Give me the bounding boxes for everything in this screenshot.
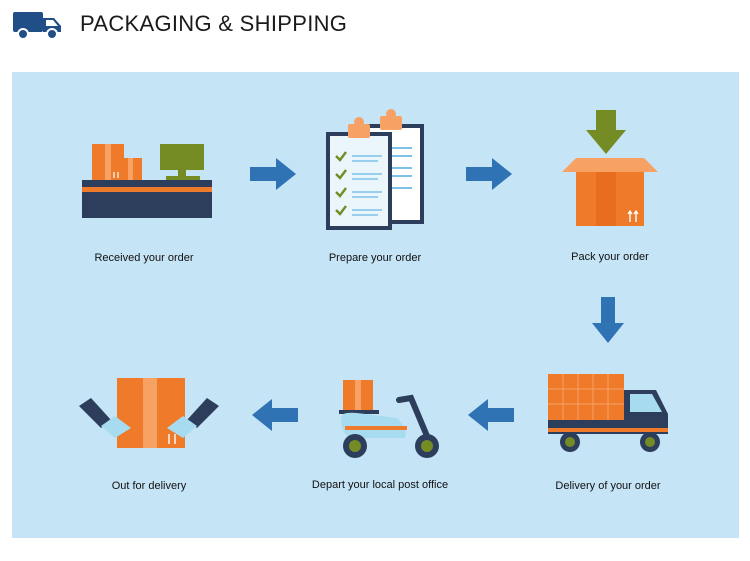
arrow-left-icon [252, 399, 298, 431]
step-label: Received your order [94, 252, 194, 264]
step-received: Received your order [54, 140, 234, 270]
desk-computer-icon [82, 144, 212, 218]
hands-box-icon [79, 378, 219, 448]
clipboard-checklist-icon [326, 109, 424, 230]
step-pack: Pack your order [520, 108, 700, 270]
header: PACKAGING & SHIPPING [12, 6, 347, 42]
arrow-right-icon [250, 158, 296, 190]
step-label: Pack your order [571, 251, 649, 263]
arrow-down-icon [592, 297, 624, 343]
step-prepare: Prepare your order [285, 108, 465, 270]
step-label: Delivery of your order [555, 480, 661, 492]
step-label: Depart your local post office [311, 479, 449, 491]
step-label: Prepare your order [328, 252, 422, 264]
scooter-icon [339, 380, 439, 458]
delivery-truck-icon [548, 374, 668, 452]
step-delivery: Delivery of your order [518, 370, 698, 500]
open-box-icon [562, 110, 658, 226]
page-title: PACKAGING & SHIPPING [80, 11, 348, 36]
step-out-for-delivery: Out for delivery [59, 376, 239, 500]
step-depart: Depart your local post office [290, 378, 470, 500]
arrow-left-icon [468, 399, 514, 431]
step-label: Out for delivery [111, 480, 187, 492]
truck-icon [13, 12, 61, 40]
arrow-right-icon [466, 158, 512, 190]
